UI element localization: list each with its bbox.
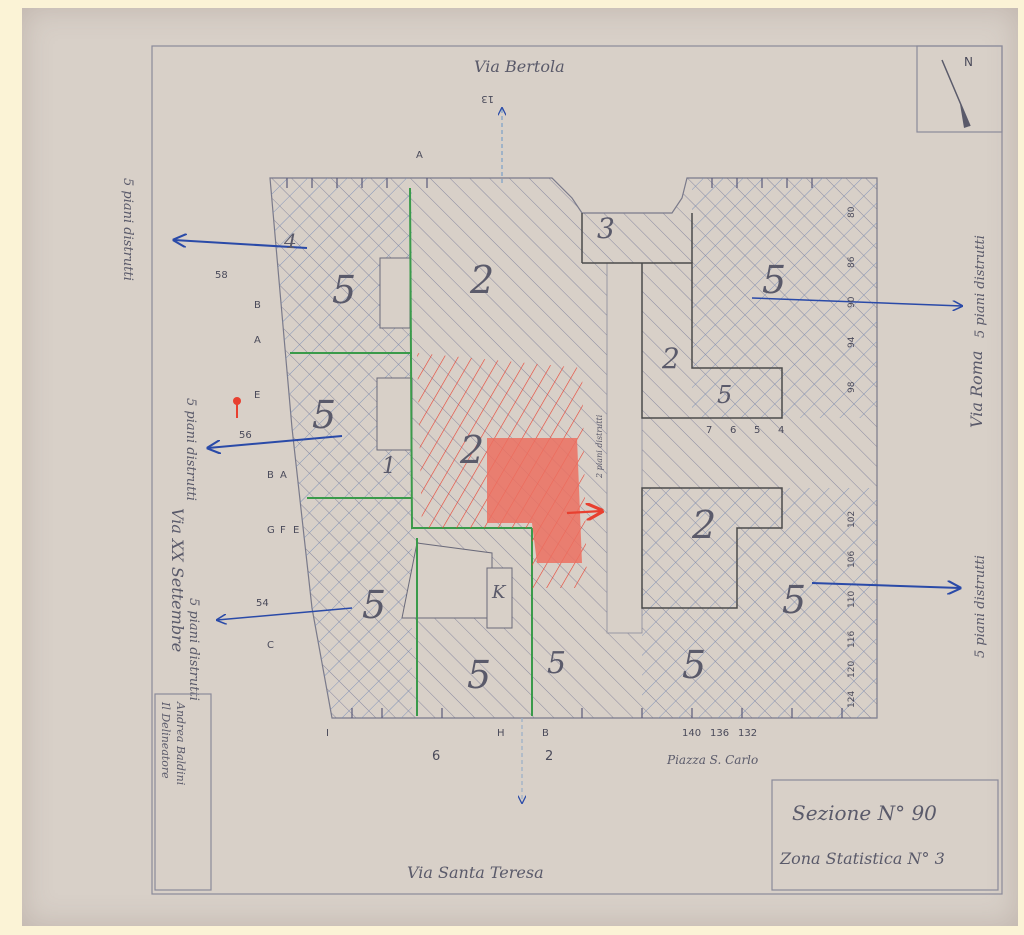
statistical-zone: Zona Statistica N° 3 [779,849,945,868]
svg-text:80: 80 [847,206,857,218]
signature-line2: Andrea Baldini [174,701,187,785]
street-west: Via XX Settembre [168,508,187,652]
svg-text:120: 120 [847,661,857,678]
house-number: 132 [738,728,757,739]
svg-text:94: 94 [847,336,857,348]
south-label: 6 [432,749,440,764]
house-number: 136 [710,728,729,739]
street-north: Via Bertola [474,57,565,76]
svg-text:102: 102 [847,511,857,528]
block-number: 2 [691,503,716,547]
svg-text:E: E [293,525,299,536]
svg-text:90: 90 [847,296,857,308]
svg-text:124: 124 [847,691,857,708]
block-number: 1 [382,454,396,479]
block-numbers: 2 5 5 5 2 2 2 5 5 5 5 5 3 5 4 1 K [283,212,806,697]
svg-text:E: E [254,390,260,401]
house-number: 5 [754,425,760,436]
block-number: 5 [362,583,386,627]
south-label: I [326,728,329,739]
house-number: 54 [256,598,269,609]
street-east: Via Roma [967,351,986,428]
svg-text:G: G [267,525,275,536]
south-label: B [542,728,549,739]
west-letters: B A E B A G F E C [254,300,299,651]
street-square: Piazza S. Carlo [666,753,758,767]
block-number: 5 [717,381,732,409]
south-label: H [497,728,505,739]
damage-note: 5 piani distrutti [183,398,198,501]
svg-text:116: 116 [847,631,857,648]
svg-text:A: A [254,335,261,346]
damage-note: 5 piani distrutti [973,555,988,658]
block-number: 4 [283,229,297,253]
block-number: 2 [661,342,680,375]
perimeter-ticks [286,178,843,718]
south-label: 2 [545,749,553,764]
house-number: 140 [682,728,701,739]
block-number: K [491,582,507,603]
house-number: 56 [239,430,252,441]
city-block [269,177,878,719]
block-number: 5 [682,643,706,687]
section-box [771,779,999,891]
damage-note: 2 piani distrutti [595,414,604,479]
section-number: Sezione N° 90 [792,801,937,825]
east-numbers: 80 86 90 94 98 102 106 110 116 120 124 [847,206,857,708]
svg-text:98: 98 [847,381,857,393]
svg-text:B: B [254,300,261,311]
block-number: 5 [547,646,566,681]
block-number: 5 [312,393,336,437]
map-drawing: N [120,45,1003,895]
map-sheet: N [22,8,1018,926]
block-number: 2 [459,428,484,472]
house-number: 4 [778,425,784,436]
svg-text:B: B [267,470,274,481]
block-number: 5 [467,653,491,697]
north-arrow-icon [941,59,971,128]
street-labels: Via Bertola Via Santa Teresa Piazza S. C… [168,57,986,882]
block-number: 3 [597,212,615,245]
damage-note: 5 piani distrutti [186,598,201,701]
signature-line1: Il Delineatore [159,701,172,779]
svg-text:110: 110 [847,591,857,608]
svg-text:C: C [267,640,274,651]
damage-note: 5 piani distrutti [120,178,135,281]
north-label: N [964,55,973,69]
signature-box [154,693,212,891]
block-number: 2 [469,258,494,302]
block-number: 5 [332,268,356,312]
street-south: Via Santa Teresa [407,863,544,882]
svg-text:106: 106 [847,551,857,568]
house-numbers: 58 56 54 140 136 132 7 6 5 4 A I 6 H B 2… [215,93,784,764]
house-number: 58 [215,270,228,281]
north-arrow-number: 13 [481,93,494,104]
damage-arrows [174,108,962,803]
block-number: 5 [762,258,786,302]
house-number: 7 [706,425,712,436]
frame-border [151,45,1003,895]
damage-notes: 5 piani distrutti 5 piani distrutti 5 pi… [120,178,988,701]
svg-text:A: A [280,470,287,481]
north-box [916,45,1003,133]
svg-text:86: 86 [847,256,857,268]
svg-text:F: F [280,525,286,536]
block-number: 5 [782,578,806,622]
damage-note: 5 piani distrutti [973,235,988,338]
house-number: 6 [730,425,736,436]
top-marker: A [416,150,423,161]
